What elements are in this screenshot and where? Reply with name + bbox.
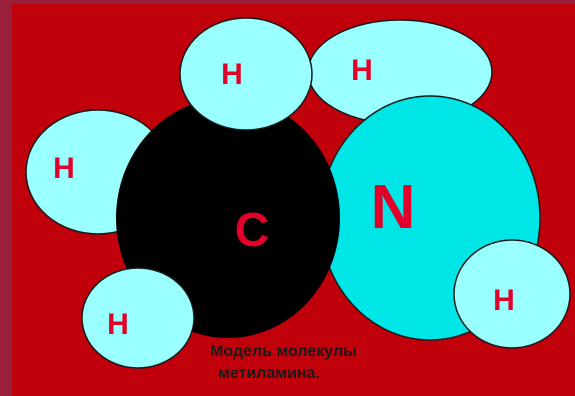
atom-h-top bbox=[179, 17, 313, 131]
atom-h-lower-right bbox=[453, 239, 571, 349]
label-nitrogen: N bbox=[371, 173, 416, 242]
caption-line-1: Модель молекулы bbox=[210, 343, 357, 360]
label-h-left: H bbox=[53, 152, 75, 185]
caption-line-2: метиламина. bbox=[218, 365, 320, 382]
label-carbon: C bbox=[235, 204, 270, 257]
label-h-upper-right: H bbox=[351, 54, 373, 87]
label-h-top: H bbox=[221, 58, 243, 91]
label-h-lower-left: H bbox=[107, 308, 129, 341]
label-h-lower-right: H bbox=[493, 284, 515, 317]
atom-h-lower-left bbox=[81, 267, 195, 369]
